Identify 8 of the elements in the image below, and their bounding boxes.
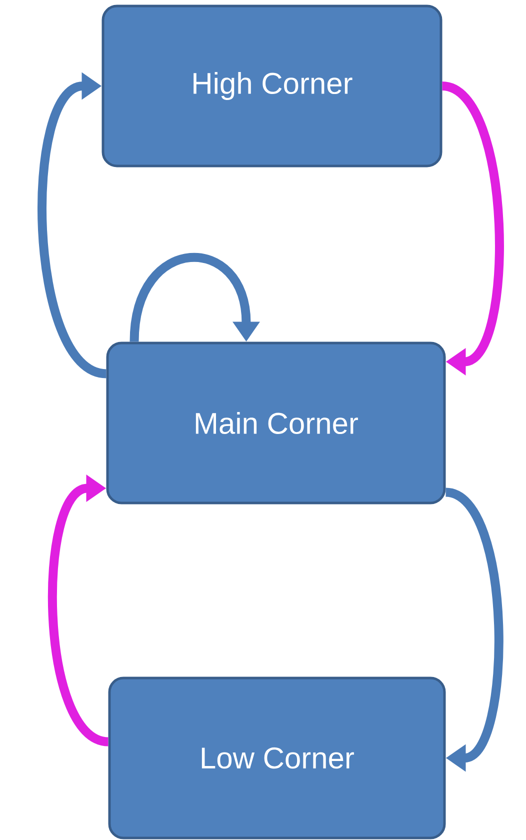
curved-arrow <box>48 474 110 746</box>
curved-arrow <box>440 82 504 376</box>
corner-box: Main Corner <box>106 342 446 504</box>
curved-arrow <box>444 488 504 772</box>
curved-arrow <box>130 253 260 342</box>
corner-box: Low Corner <box>108 676 446 840</box>
curved-arrow <box>38 72 108 378</box>
corner-box: High Corner <box>102 4 442 168</box>
